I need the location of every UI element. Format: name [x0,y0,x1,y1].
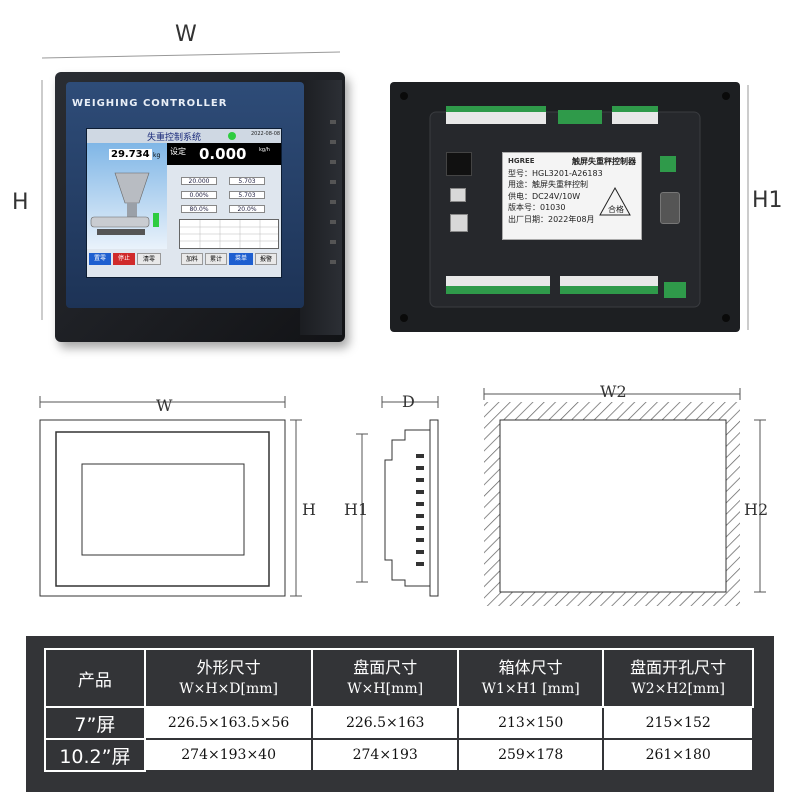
terminal-block-bottom [446,286,550,294]
weight-small-unit: kg [153,152,161,159]
table-cell: 259×178 [456,738,605,772]
dim-label-w-top: W [175,22,197,47]
screen-time: 2022-08-08 [251,131,281,137]
table-cell: 215×152 [602,706,754,740]
terminal-block [558,110,602,124]
table-row: 10.2”屏 274×193×40 274×193 259×178 261×18… [44,738,754,772]
value-box: 0.00% [181,191,217,199]
label-model: 型号：HGL3201-A26183 [508,168,603,178]
power-connector [660,156,676,172]
table-header-cell: 盘面尺寸 W×H[mm] [311,648,459,708]
label-version: 版本号：01030 [508,203,566,212]
status-led-icon [228,132,236,140]
qc-text: 合格 [608,205,624,214]
spec-table: 产品 外形尺寸 W×H×D[mm] 盘面尺寸 W×H[mm] 箱体尺寸 W1×H… [44,648,754,772]
product-label: HGREE 触屏失重秤控制器 型号：HGL3201-A26183 用途：触屏失重… [502,152,642,240]
terminal-block-bottom [664,282,686,298]
weight-big-unit: kg/h [259,147,270,153]
dim-label-d: D [402,392,415,411]
serial-port-icon [660,192,680,224]
dim-label-h1-top: H1 [752,188,783,213]
table-header-cell: 产品 [44,648,146,708]
terminal-block-bottom [560,276,658,286]
hmi-button-feed[interactable]: 加料 [181,253,203,265]
label-usage: 用途：触屏失重秤控制 [508,180,588,189]
terminal-block [446,110,546,124]
table-cell: 261×180 [602,738,754,772]
screen-title: 失重控制系统 [147,133,202,143]
hopper-graphic: 29.734 kg [87,143,167,249]
row-label: 10.2”屏 [44,738,146,772]
terminal-block-top [446,106,546,112]
hmi-screen: 失重控制系统 2022-08-08 29.734 kg 设定 0.000 kg/… [86,128,282,278]
table-header-cell: 外形尺寸 W×H×D[mm] [143,648,314,708]
front-device-side [300,80,342,335]
ethernet-port-icon [446,152,472,176]
value-box: 20.000 [181,177,217,185]
table-cell: 226.5×163.5×56 [143,706,314,740]
weight-label: 设定 [170,147,186,156]
value-box: 5.703 [229,177,265,185]
brand-logo: HGREE [508,157,535,165]
table-row: 7”屏 226.5×163.5×56 226.5×163 213×150 215… [44,706,754,740]
trend-chart-area [179,219,279,249]
qc-triangle-icon [599,186,631,216]
hmi-button-clear[interactable]: 清零 [137,253,161,265]
usb-b-port-icon [450,214,468,232]
table-cell: 226.5×163 [311,706,459,740]
usb-port-icon [450,188,466,202]
table-cell: 274×193×40 [143,738,314,772]
label-title: 触屏失重秤控制器 [572,157,636,166]
hmi-button-menu[interactable]: 菜单 [229,253,253,265]
terminal-block-bottom [560,286,658,294]
top-dimension-lines [41,51,749,330]
terminal-block-top [612,106,658,112]
table-header-cell: 箱体尺寸 W1×H1 [mm] [456,648,605,708]
hmi-button-total[interactable]: 累计 [205,253,227,265]
weight-big-value: 0.000 [199,145,247,163]
weight-display: 设定 0.000 kg/h [167,143,281,165]
dim-label-h: H [302,500,316,519]
hmi-button-stop[interactable]: 停止 [113,253,135,265]
terminal-block-bottom [446,276,550,286]
table-header-cell: 盘面开孔尺寸 W2×H2[mm] [602,648,754,708]
hmi-button-alarm[interactable]: 报警 [255,253,277,265]
table-cell: 274×193 [311,738,459,772]
dim-label-h-top: H [12,190,29,215]
label-date: 出厂日期：2022年08月 [508,214,595,224]
dim-label-h1: H1 [344,500,369,519]
row-label: 7”屏 [44,706,146,740]
value-box: 20.0% [229,205,265,213]
value-box: 80.0% [181,205,217,213]
value-box: 5.703 [229,191,265,199]
hmi-button-zero[interactable]: 置零 [89,253,111,265]
dim-label-h2: H2 [744,500,769,519]
table-cell: 213×150 [456,706,605,740]
brand-text: WEIGHING CONTROLLER [72,98,228,109]
label-power: 供电：DC24V/10W [508,191,581,201]
weight-small-value: 29.734 [109,149,152,160]
technical-drawings [39,388,766,606]
dim-label-w2: W2 [600,382,627,401]
terminal-block [612,110,658,124]
dim-label-w: W [156,396,173,415]
